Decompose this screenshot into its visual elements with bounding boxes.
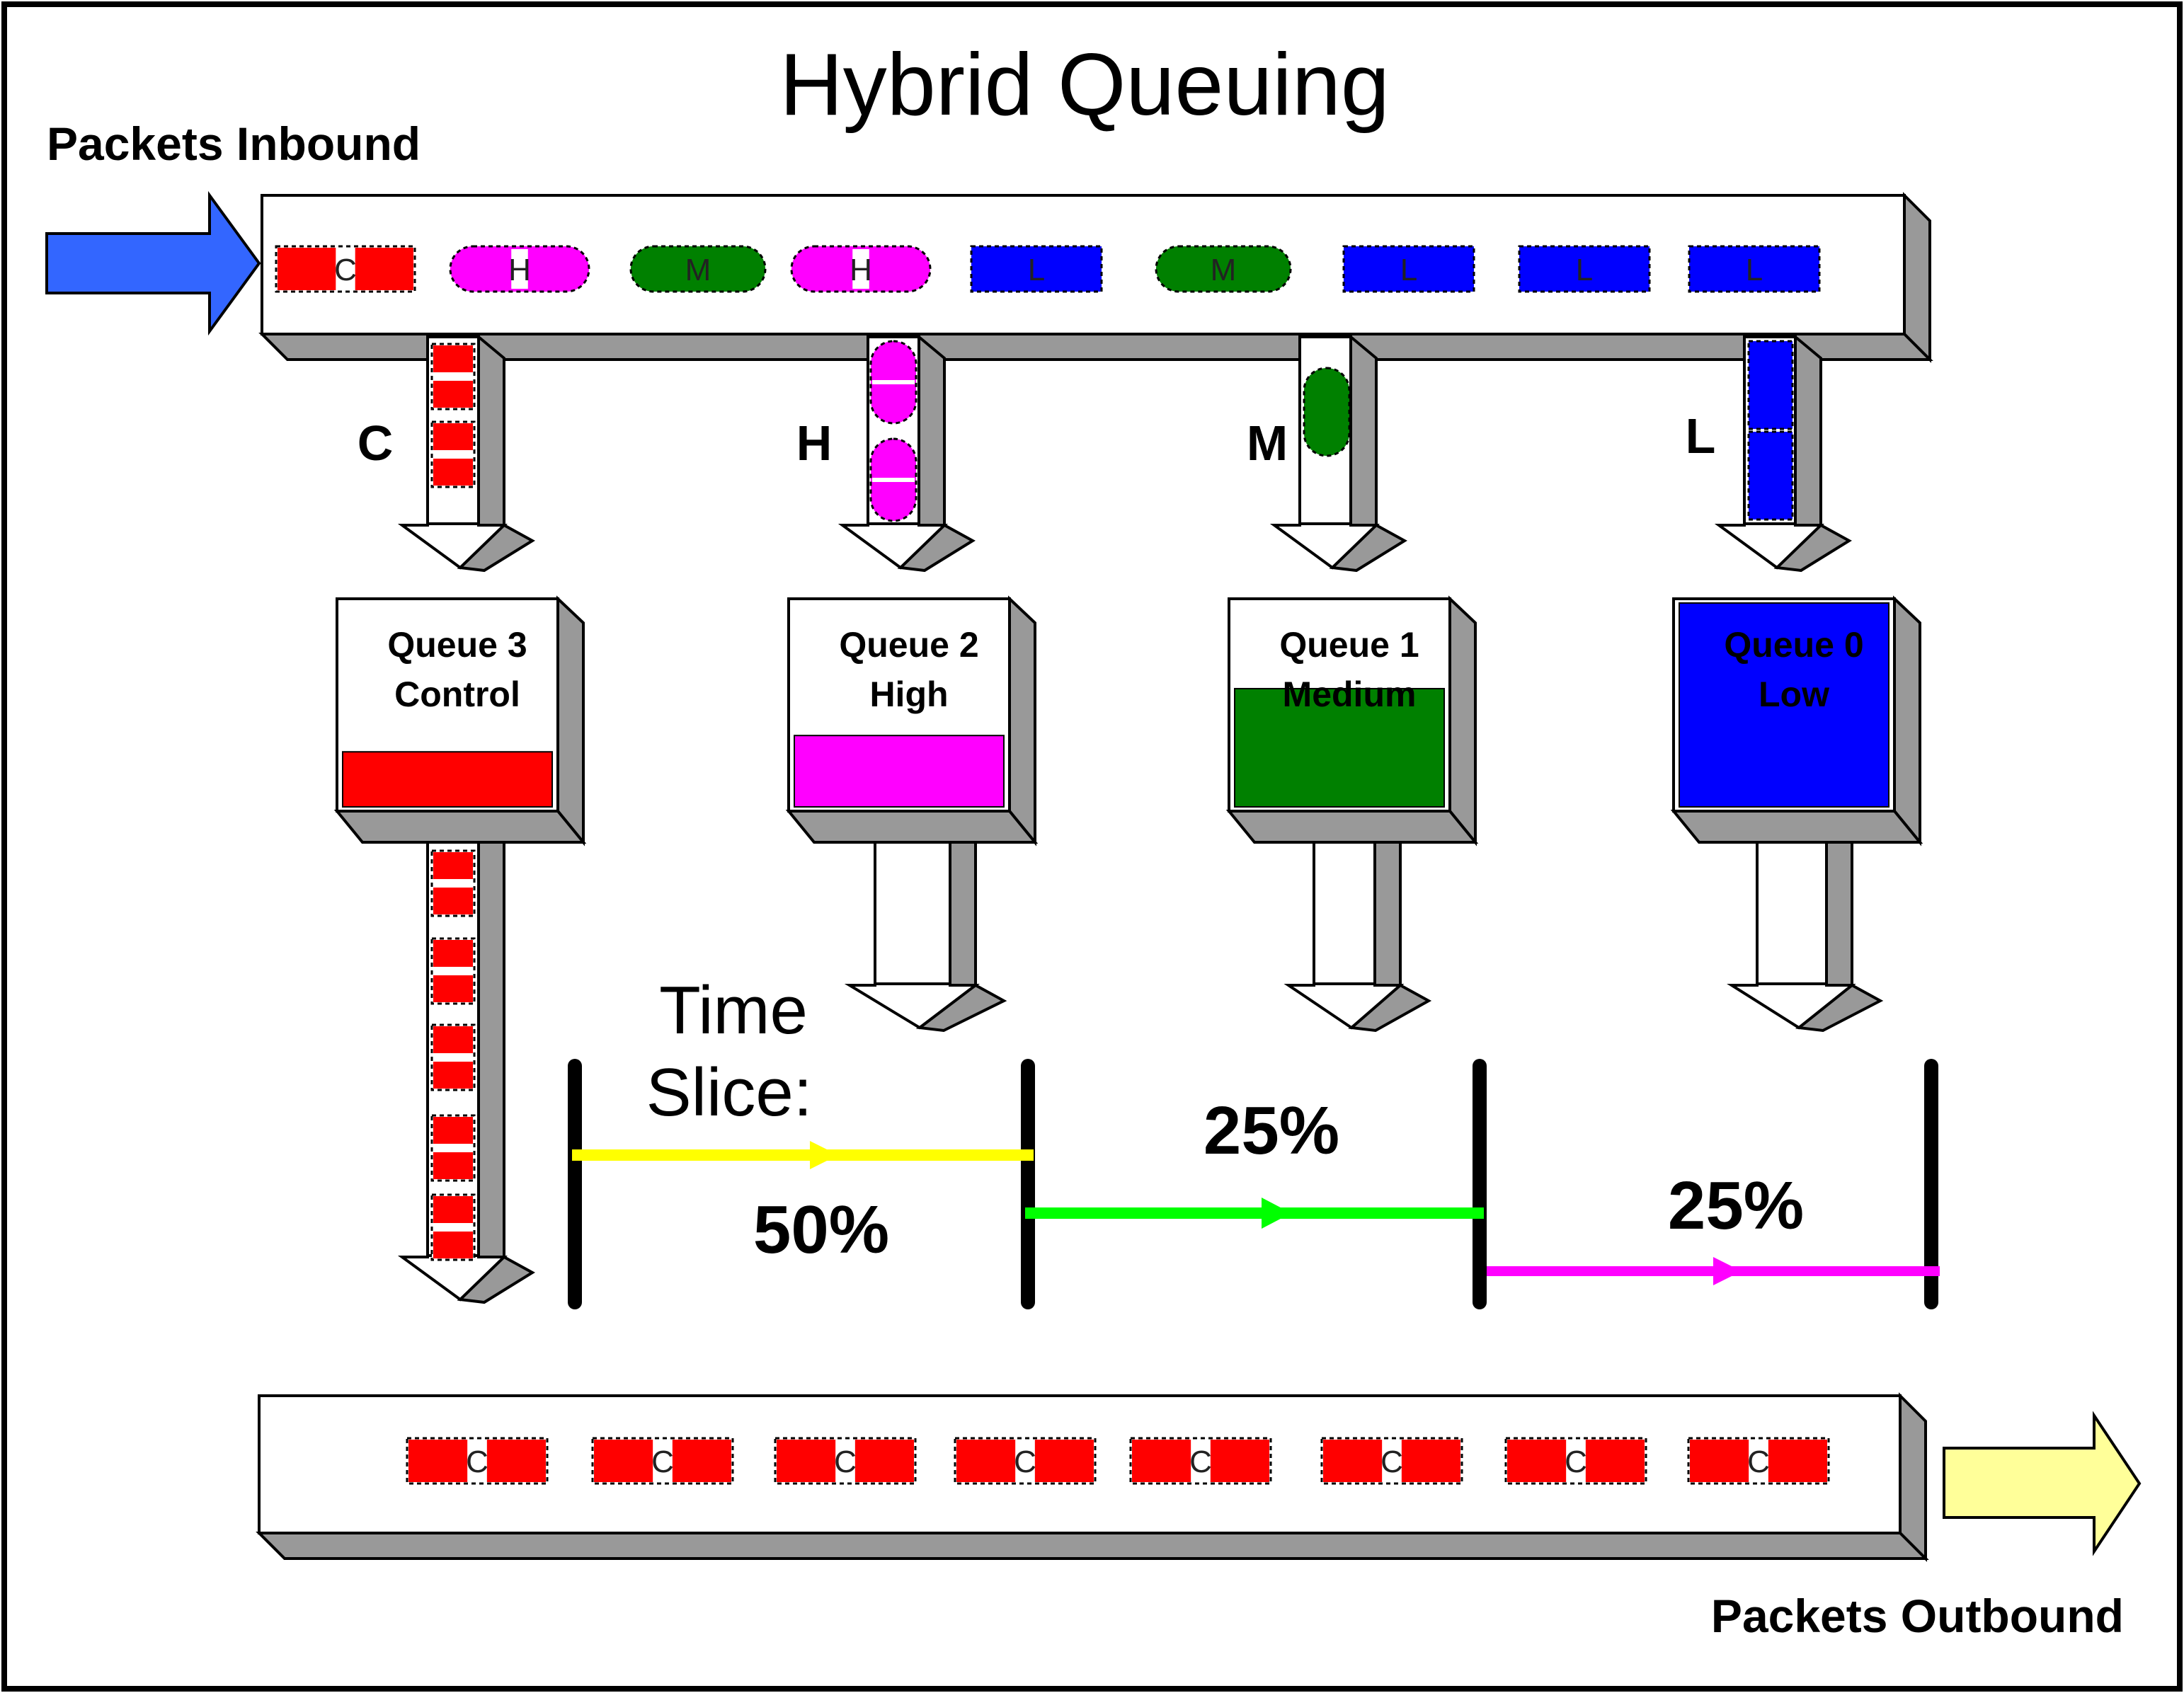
packet-label: L	[1576, 253, 1593, 287]
branch-label-high: H	[796, 415, 833, 471]
queue-priority: Medium	[1283, 675, 1417, 714]
branch-packet-low	[1747, 430, 1794, 521]
branch-packet-control	[430, 1114, 476, 1182]
branch-packet-control	[430, 1193, 476, 1261]
packet-label: C	[1014, 1445, 1036, 1479]
outbound-label: Packets Outbound	[1711, 1590, 2124, 1642]
outbound-packet-control: C	[1129, 1437, 1272, 1485]
queue-name: Queue 2	[839, 625, 978, 665]
packet-label: C	[1565, 1445, 1587, 1479]
packet-label: C	[334, 253, 357, 287]
queue-name: Queue 3	[387, 625, 527, 665]
queue-box-control: Queue 3 Control	[333, 595, 587, 846]
outbound-packet-control: C	[406, 1437, 549, 1485]
branch-packet-control	[430, 849, 476, 917]
slice-50-line	[572, 1141, 1034, 1169]
inbound-packet-high: H	[449, 245, 590, 293]
slice-25-low-line	[1487, 1257, 1940, 1285]
time-slice-label-line2: Slice:	[646, 1055, 813, 1130]
inbound-packet-control: C	[275, 245, 416, 293]
packet-label: L	[1400, 253, 1417, 287]
branch-packet-control	[430, 1023, 476, 1091]
packet-label: H	[508, 253, 531, 287]
packet-label: M	[1211, 253, 1237, 287]
branch-packets	[430, 340, 1794, 1261]
slice-50-label: 50%	[753, 1192, 889, 1268]
queue-priority: Low	[1759, 675, 1829, 714]
packet-label: C	[1747, 1445, 1770, 1479]
branch-packet-control	[430, 420, 476, 488]
branch-label-control: C	[358, 415, 394, 471]
inbound-packet-high: H	[790, 245, 932, 293]
outbound-packet-control: C	[954, 1437, 1097, 1485]
branch-packet-high	[869, 340, 917, 425]
branch-packet-medium	[1303, 367, 1351, 457]
packet-label: L	[1028, 253, 1045, 287]
branch-label-low: L	[1686, 408, 1716, 464]
inbound-arrow-icon	[45, 190, 261, 336]
branch-packet-high	[869, 437, 917, 522]
outbound-packet-control: C	[1687, 1437, 1830, 1485]
time-slice-label-line1: Time	[659, 972, 808, 1048]
outbound-packet-control: C	[774, 1437, 917, 1485]
inbound-packet-medium: M	[1155, 245, 1292, 293]
queue-name: Queue 0	[1724, 625, 1863, 665]
packet-label: C	[1189, 1445, 1212, 1479]
branch-packet-control	[430, 343, 476, 411]
queue-fill-level	[794, 735, 1005, 808]
slice-25-medium-label: 25%	[1204, 1093, 1339, 1169]
inbound-label: Packets Inbound	[47, 117, 421, 170]
queue-box-medium: Queue 1 Medium	[1225, 595, 1479, 846]
page-title: Hybrid Queuing	[779, 36, 1390, 134]
packet-label: C	[466, 1445, 488, 1479]
queue-name: Queue 1	[1279, 625, 1419, 665]
inbound-packet-low: L	[970, 245, 1103, 293]
inbound-packet-low: L	[1518, 245, 1651, 293]
packet-label: C	[834, 1445, 857, 1479]
outbound-arrow-icon	[1943, 1411, 2142, 1556]
queue-fill-level	[1679, 602, 1889, 808]
branch-packet-control	[430, 937, 476, 1005]
branch-label-medium: M	[1247, 415, 1288, 471]
packet-label: C	[651, 1445, 674, 1479]
queue-priority: Control	[394, 675, 520, 714]
outbound-packet-control: C	[1320, 1437, 1463, 1485]
outbound-packet-control: C	[1504, 1437, 1647, 1485]
queue-priority: High	[869, 675, 948, 714]
packet-label: M	[685, 253, 711, 287]
queue-fill-level	[342, 751, 553, 808]
packet-label: L	[1746, 253, 1763, 287]
inbound-packet-low: L	[1342, 245, 1475, 293]
packet-label: C	[1380, 1445, 1403, 1479]
inbound-packet-medium: M	[629, 245, 767, 293]
branch-packet-low	[1747, 340, 1794, 430]
queue-fill-level	[1234, 687, 1445, 808]
queue-box-high: Queue 2 High	[785, 595, 1039, 846]
slice-25-low-label: 25%	[1668, 1168, 1804, 1244]
queue-box-low: Queue 0 Low	[1670, 595, 1923, 846]
inbound-packet-low: L	[1688, 245, 1821, 293]
packet-label: H	[850, 253, 872, 287]
outbound-packet-control: C	[591, 1437, 734, 1485]
slice-25-medium-line	[1025, 1198, 1484, 1229]
